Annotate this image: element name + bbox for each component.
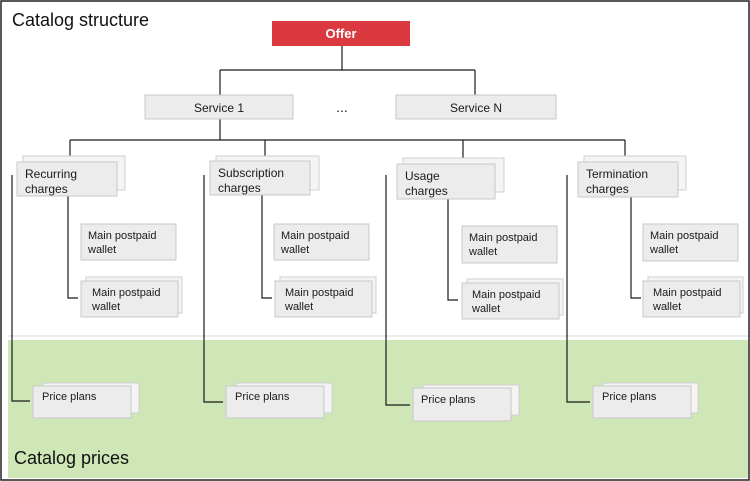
svg-text:Usage charges: Usage charges (405, 169, 448, 198)
offer-label: Offer (325, 26, 356, 41)
price-plans-label: Price plans (235, 391, 290, 403)
wallet-label-line1: Main postpaid (650, 230, 719, 242)
wallet-label-line1: Main postpaid (472, 289, 541, 301)
wallet-label-line2: wallet (91, 301, 120, 313)
svg-text:Main postpaid wallet: Main postpaid wallet (652, 287, 725, 313)
wallet-label-line1: Main postpaid (88, 230, 157, 242)
subscription-charges-label-line2: charges (218, 181, 261, 195)
subscription-wallet-stack: Main postpaid wallet (274, 276, 377, 318)
svg-text:Main postpaid wallet: Main postpaid wallet (280, 230, 353, 256)
recurring-charges-label-line2: charges (25, 182, 68, 196)
recurring-wallet-stack: Main postpaid wallet (80, 276, 183, 318)
wallet-label-line2: wallet (87, 244, 116, 256)
offer-service-connectors (219, 46, 476, 95)
termination-wallet-stack: Main postpaid wallet (642, 276, 744, 318)
subscription-charges-label-line1: Subscription (218, 166, 284, 180)
svg-text:Main postpaid wallet: Main postpaid wallet (471, 289, 544, 315)
svg-text:Main postpaid wallet: Main postpaid wallet (649, 230, 722, 256)
svg-text:Recurring charges: Recurring charges (25, 167, 80, 196)
wallet-label-line1: Main postpaid (92, 287, 161, 299)
termination-connectors (566, 175, 641, 403)
svg-text:Termination charges: Termination charges (586, 167, 651, 196)
subscription-connectors (203, 175, 272, 403)
recurring-price-plans: Price plans (32, 382, 140, 419)
recurring-connectors (11, 175, 78, 402)
usage-wallet-box: Main postpaid wallet (461, 225, 558, 264)
service-1-box: Service 1 (144, 94, 294, 120)
price-plans-label: Price plans (42, 391, 97, 403)
recurring-charges-label-line1: Recurring (25, 167, 77, 181)
wallet-label-line2: wallet (284, 301, 313, 313)
wallet-label-line2: wallet (468, 246, 497, 258)
wallet-label-line2: wallet (280, 244, 309, 256)
svg-text:Main postpaid wallet: Main postpaid wallet (87, 230, 160, 256)
wallet-label-line2: wallet (471, 303, 500, 315)
svg-text:Main postpaid wallet: Main postpaid wallet (91, 287, 164, 313)
subscription-charges-box: Subscription charges (209, 155, 320, 196)
usage-price-plans: Price plans (412, 384, 520, 422)
service-charge-connectors (69, 119, 626, 158)
wallet-label-line1: Main postpaid (653, 287, 722, 299)
service-n-label: Service N (450, 101, 502, 115)
termination-charges-box: Termination charges (577, 155, 687, 198)
svg-text:Main postpaid wallet: Main postpaid wallet (468, 232, 541, 258)
service-1-label: Service 1 (194, 101, 244, 115)
usage-wallet-stack: Main postpaid wallet (461, 278, 564, 320)
wallet-label-line2: wallet (649, 244, 678, 256)
termination-charges-label-line2: charges (586, 182, 629, 196)
offer-box: Offer (272, 21, 410, 46)
recurring-charges-box: Recurring charges (16, 155, 126, 197)
catalog-structure-title: Catalog structure (12, 10, 149, 30)
services-ellipsis: ... (336, 99, 348, 115)
usage-connectors (385, 175, 458, 406)
service-n-box: Service N (395, 94, 557, 120)
usage-charges-label-line1: Usage (405, 169, 440, 183)
wallet-label-line2: wallet (652, 301, 681, 313)
wallet-label-line1: Main postpaid (281, 230, 350, 242)
subscription-price-plans: Price plans (225, 382, 333, 419)
svg-text:Main postpaid wallet: Main postpaid wallet (284, 287, 357, 313)
wallet-label-line1: Main postpaid (469, 232, 538, 244)
termination-price-plans: Price plans (592, 382, 699, 419)
recurring-wallet-box: Main postpaid wallet (80, 223, 177, 261)
catalog-prices-title: Catalog prices (14, 448, 129, 468)
usage-charges-label-line2: charges (405, 184, 448, 198)
wallet-label-line1: Main postpaid (285, 287, 354, 299)
price-plans-label: Price plans (421, 394, 476, 406)
svg-text:Subscription charges: Subscription charges (218, 166, 287, 195)
termination-wallet-box: Main postpaid wallet (642, 223, 739, 262)
termination-charges-label-line1: Termination (586, 167, 648, 181)
subscription-wallet-box: Main postpaid wallet (273, 223, 370, 261)
price-plans-label: Price plans (602, 391, 657, 403)
usage-charges-box: Usage charges (396, 157, 505, 200)
